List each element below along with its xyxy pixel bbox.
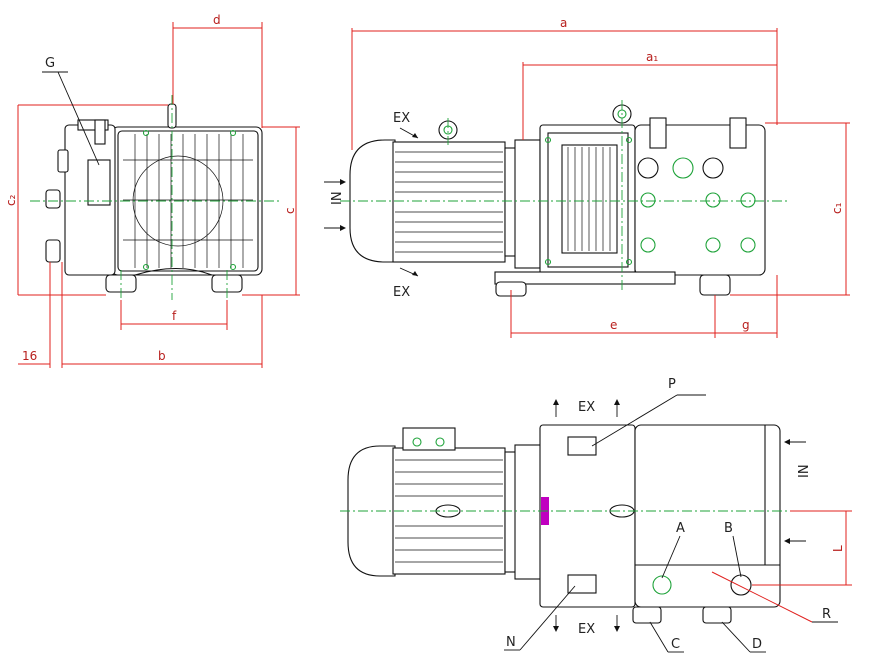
callout-B: B <box>724 521 733 536</box>
callout-D: D <box>752 637 762 652</box>
front-view-dimensions: a a₁ c₁ e g <box>351 16 850 338</box>
nameplate-G <box>87 159 111 206</box>
front-view <box>340 100 790 297</box>
dim-L: L <box>831 545 845 552</box>
dim-f: f <box>172 309 177 323</box>
dim-d: d <box>213 13 221 27</box>
gauge-center <box>672 157 694 179</box>
in-label-front: IN <box>330 191 345 205</box>
side-view-dimensions: d c₂ c f 16 b <box>4 13 300 368</box>
side-view <box>30 95 280 300</box>
side-port-lower <box>45 239 61 263</box>
port-P <box>567 436 597 456</box>
gauge-right <box>702 157 724 179</box>
front-flow-arrows: EX EX IN <box>324 111 419 300</box>
plug-C <box>632 606 662 624</box>
callout-G: G <box>45 56 55 71</box>
pump-housing <box>634 124 766 276</box>
callout-R: R <box>822 607 831 622</box>
dim-a1: a₁ <box>646 50 658 64</box>
dim-b: b <box>158 349 166 363</box>
ex-label-plan-bottom: EX <box>578 622 595 637</box>
in-label-plan: IN <box>797 464 812 478</box>
dim-c1: c₁ <box>830 202 844 214</box>
plan-flow-arrows: EX EX IN <box>553 399 812 637</box>
terminal-box <box>402 427 456 451</box>
callout-C: C <box>671 637 680 652</box>
callout-N: N <box>506 635 516 650</box>
dim-16: 16 <box>22 349 37 363</box>
plan-motor-endcap <box>347 445 396 577</box>
dim-a: a <box>560 16 567 30</box>
dim-c2: c₂ <box>4 194 18 206</box>
front-foot-right <box>699 274 731 296</box>
motor-body <box>392 141 506 263</box>
port-A <box>652 575 672 595</box>
plan-callouts: P N A B C D R <box>504 377 838 653</box>
plan-dimension-L: L <box>752 510 852 586</box>
port-N <box>567 574 597 594</box>
side-port-upper <box>45 189 61 209</box>
gauge-left <box>637 157 659 179</box>
plan-pump-housing <box>634 424 781 608</box>
dim-g: g <box>742 318 750 332</box>
plan-pump-cover <box>539 424 636 608</box>
dim-e: e <box>610 318 617 332</box>
plan-view <box>340 424 790 624</box>
callout-P: P <box>668 377 676 392</box>
callout-A: A <box>676 521 685 536</box>
cooling-grille <box>561 144 618 254</box>
ex-label-plan-top: EX <box>578 400 595 415</box>
dim-c: c <box>283 207 297 214</box>
ex-label-front-bottom: EX <box>393 285 410 300</box>
plug-D <box>702 606 732 624</box>
ex-label-front-top: EX <box>393 111 410 126</box>
